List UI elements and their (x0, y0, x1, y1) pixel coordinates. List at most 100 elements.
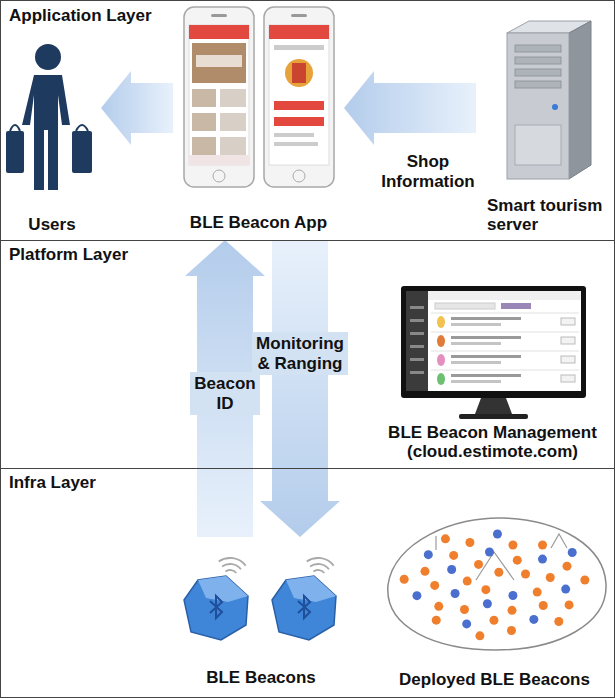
management-console (451, 342, 501, 345)
beacon-map (434, 602, 443, 611)
app-phones (269, 25, 329, 39)
beacon-map (508, 541, 517, 550)
beacon-devices (225, 570, 236, 573)
app-phones (293, 170, 305, 182)
beacon-map (538, 540, 547, 549)
beacon-devices (198, 576, 248, 602)
management-console (451, 374, 521, 377)
beacon-map (494, 568, 503, 577)
app-phones (264, 7, 334, 187)
beacon-devices (298, 596, 310, 618)
beacon-map (388, 518, 606, 650)
user-figure (10, 125, 88, 131)
app-phones (220, 113, 246, 131)
management-console (561, 318, 575, 325)
beacon-map (561, 585, 570, 594)
beacon-map (554, 617, 563, 626)
beacon-devices (307, 558, 334, 566)
block-arrow (101, 71, 173, 145)
management-console (410, 306, 424, 309)
beacon-map (568, 548, 577, 557)
user-figure (35, 44, 61, 70)
beacon-map (533, 588, 542, 597)
beacon-map (400, 575, 409, 584)
user-figure (72, 131, 92, 173)
app-phones (196, 55, 242, 67)
management-console (410, 358, 424, 361)
beacon-map (513, 556, 522, 565)
user-figure: Users (6, 41, 98, 239)
app-phones (274, 142, 318, 146)
app-phones (274, 101, 324, 110)
management-console (561, 356, 575, 363)
beacon-map (462, 619, 471, 628)
node-label: BLE Beacon App (176, 213, 341, 233)
beacon-map (447, 565, 456, 574)
app-phones (274, 45, 324, 50)
management-console (437, 373, 445, 385)
management-console (451, 323, 501, 326)
beacon-devices (210, 596, 222, 618)
management-console (431, 332, 579, 333)
management-console (410, 371, 424, 374)
beacon-map (493, 530, 502, 539)
management-console (561, 375, 575, 382)
management-console (561, 337, 575, 344)
beacon-map (485, 547, 494, 556)
beacon-map (474, 560, 483, 569)
beacon-map (521, 569, 530, 578)
management-console (459, 414, 528, 419)
server-tower (515, 69, 561, 76)
node-label: BLE Beacon Management (cloud.estimote.co… (371, 423, 614, 462)
beacon-map (424, 550, 433, 559)
edge-label: Monitoring & Ranging (252, 332, 348, 375)
server-tower (569, 21, 591, 179)
edge-label: Beacon ID (190, 372, 260, 415)
management-console (431, 313, 579, 314)
layer-band: Infra LayerBLE BeaconsDeployed BLE Beaco… (0, 468, 615, 698)
management-console (428, 291, 581, 300)
beacon-map (538, 555, 547, 564)
beacon-devices (166, 540, 356, 650)
beacon-map (508, 606, 517, 615)
app-phones (189, 25, 249, 39)
management-console (406, 291, 581, 391)
management-console (435, 303, 495, 309)
block-arrow (260, 240, 340, 537)
management-console (451, 361, 501, 364)
beacon-map (449, 551, 458, 560)
beacon-map (546, 573, 555, 582)
management-console (437, 335, 445, 347)
management-console (410, 319, 424, 322)
management-console (410, 345, 424, 348)
app-phones (189, 155, 249, 165)
app-phones (192, 113, 216, 131)
node-label: Deployed BLE Beacons (376, 670, 613, 690)
app-phones (176, 5, 341, 191)
app-phones (184, 7, 254, 187)
layer-title: Platform Layer (1, 240, 614, 270)
user-figure (6, 131, 24, 173)
beacon-map (489, 616, 498, 625)
beacon-map (376, 490, 613, 660)
beacon-map (529, 615, 538, 624)
edge-label: Shop Information (376, 150, 480, 193)
beacon-map (508, 591, 517, 600)
beacon-devices: BLE Beacons (166, 540, 356, 692)
layer-title: Application Layer (1, 1, 614, 31)
management-console (451, 355, 521, 358)
management-console (406, 291, 428, 391)
block-arrow (185, 240, 265, 537)
beacon-map (430, 581, 439, 590)
beacon-devices (184, 576, 248, 640)
beacon-map (420, 567, 429, 576)
beacon-map (565, 600, 574, 609)
server-tower: Smart tourism server (479, 15, 614, 239)
beacon-map (463, 577, 472, 586)
app-phones (220, 89, 246, 107)
beacon-devices (272, 576, 336, 640)
node-label: Smart tourism server (479, 196, 614, 235)
management-console (431, 351, 579, 352)
node-label: Users (6, 215, 98, 235)
management-console (451, 336, 521, 339)
